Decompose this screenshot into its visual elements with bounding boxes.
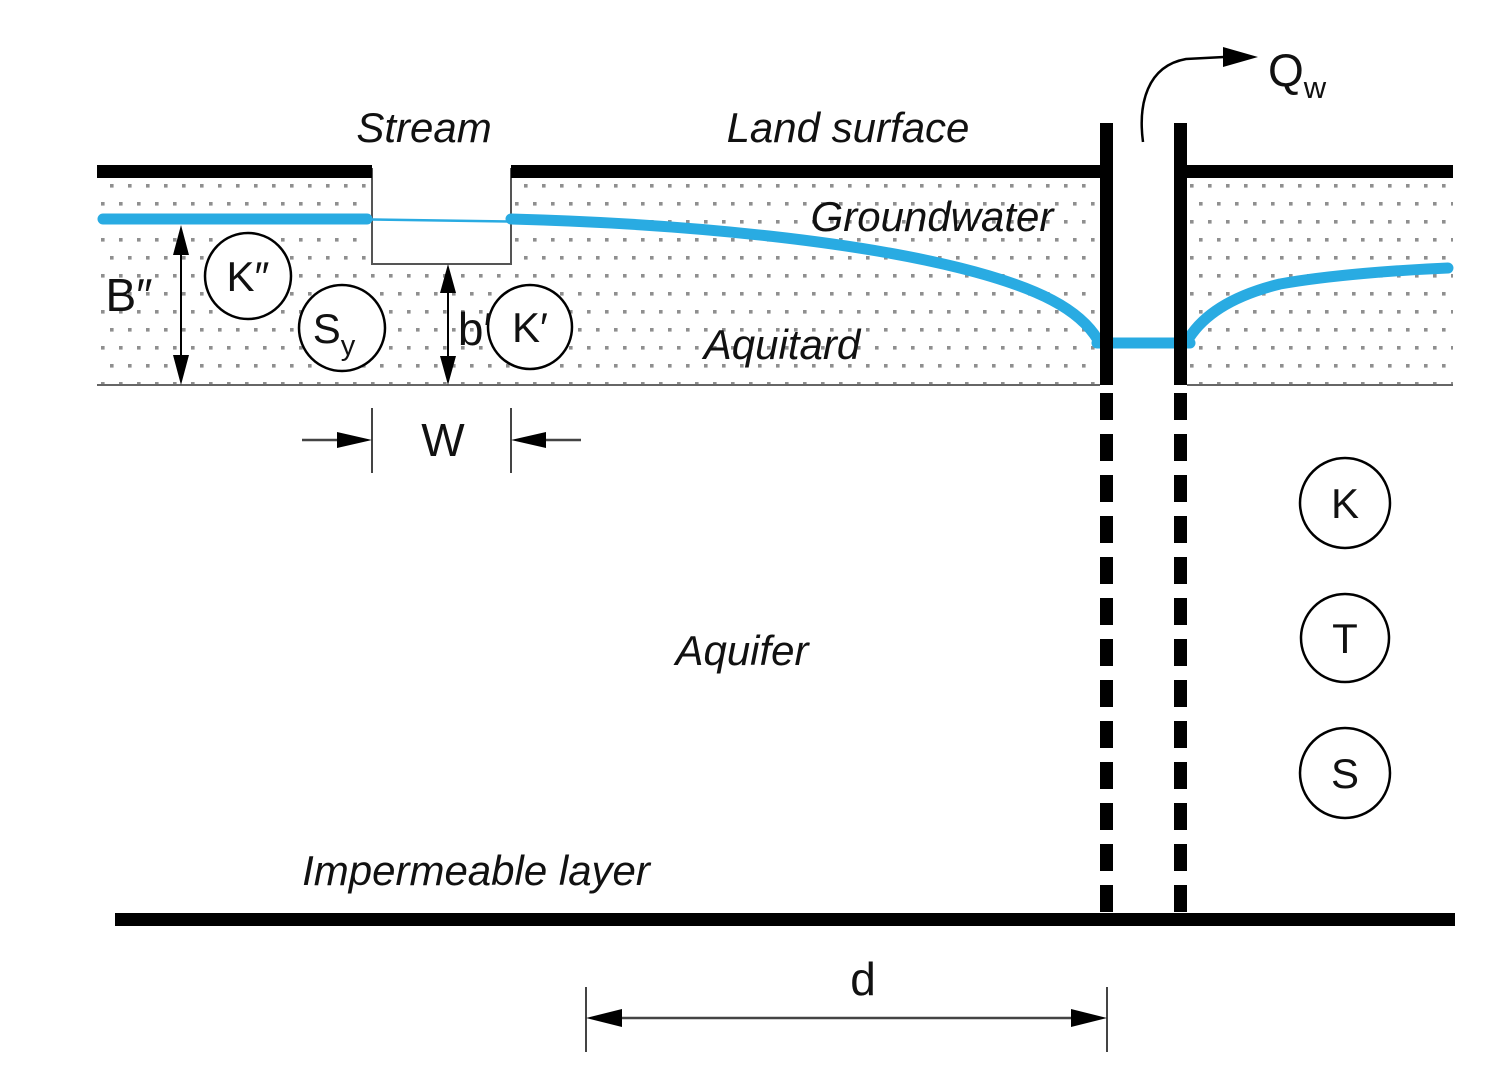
circle-transmissivity [1299, 592, 1391, 684]
dim-w-arrowhead-left-icon [337, 432, 372, 448]
circle-specific-yield [297, 283, 387, 373]
specific-yield-main: S [313, 305, 341, 352]
discharge-arrowhead-icon [1223, 47, 1258, 67]
discharge-label-main: Q [1268, 44, 1304, 96]
impermeable-layer-label: Impermeable layer [302, 847, 652, 894]
circle-aquifer-conductivity [1298, 456, 1392, 550]
land-surface-label: Land surface [727, 104, 970, 151]
specific-yield-label: Sy [313, 305, 356, 362]
dim-b-doubleprime-arrow [173, 225, 189, 385]
circle-storativity [1298, 726, 1392, 820]
dim-w-arrows [302, 408, 581, 473]
water-table-drawdown-curve [505, 213, 1104, 346]
aquifer-label: Aquifer [672, 627, 810, 674]
dim-b-doubleprime-label: B″ [106, 269, 153, 321]
discharge-label-subscript: w [1303, 70, 1327, 105]
specific-yield-subscript: y [341, 330, 356, 362]
aquitard-conductivity-label: K′ [512, 304, 548, 351]
aquifer-conductivity-label: K [1331, 480, 1359, 527]
dim-w-label: W [421, 414, 465, 466]
discharge-label: Qw [1268, 44, 1327, 105]
dim-b-doubleprime-arrowhead-down-icon [173, 355, 189, 385]
streambed-conductivity-label: K″ [227, 253, 270, 300]
circle-streambed-conductivity [203, 231, 293, 321]
dim-w-arrowhead-right-icon [511, 432, 546, 448]
discharge-arrow [1140, 47, 1258, 143]
discharge-arrow-curve [1140, 55, 1225, 143]
stream-water-surface-line [371, 218, 512, 223]
dim-b-prime-arrow [440, 264, 456, 385]
well-casing-right [1174, 123, 1187, 385]
aquitard-label: Aquitard [701, 321, 862, 368]
parameter-circles [203, 231, 1392, 820]
dim-b-prime-arrowhead-down-icon [440, 356, 456, 385]
dim-d-arrow [585, 987, 1108, 1052]
storativity-label: S [1331, 750, 1359, 797]
well-casing-left [1100, 123, 1113, 385]
dim-b-doubleprime-arrowhead-up-icon [173, 225, 189, 255]
dim-d-label: d [850, 953, 876, 1005]
dim-b-prime-arrowhead-up-icon [440, 264, 456, 293]
stream-label: Stream [356, 104, 491, 151]
transmissivity-label: T [1332, 615, 1358, 662]
dim-d-arrowhead-left-icon [586, 1009, 622, 1027]
stream-channel-outline [371, 168, 512, 265]
water-table-recovery-curve [1183, 262, 1454, 344]
circle-aquitard-conductivity [486, 283, 574, 371]
groundwater-label: Groundwater [811, 193, 1056, 240]
pumping-well [1100, 123, 1187, 913]
dim-b-prime-label: b′ [458, 303, 492, 355]
stream-channel [371, 168, 512, 265]
dim-d-arrowhead-right-icon [1071, 1009, 1107, 1027]
